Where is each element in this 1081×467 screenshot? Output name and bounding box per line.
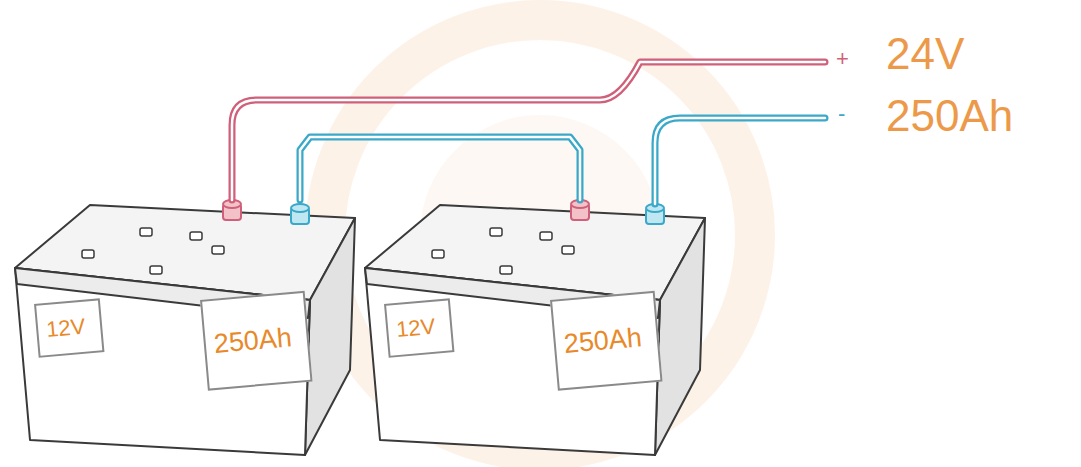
voltage-plate: 12V: [384, 298, 454, 358]
capacity-label: 250Ah: [886, 94, 1013, 138]
series-link-wire: [300, 137, 580, 200]
negative-sign: -: [838, 103, 845, 125]
series-link-wire: [300, 137, 580, 200]
battery-body: [365, 200, 705, 455]
voltage-label: 24V: [886, 32, 964, 76]
battery-body: [15, 200, 355, 455]
positive-sign: +: [836, 48, 849, 70]
battery: 12V 250Ah: [10, 200, 360, 462]
voltage-plate: 12V: [34, 298, 104, 358]
wire-core: [300, 137, 580, 200]
capacity-plate: 250Ah: [200, 291, 313, 391]
capacity-plate: 250Ah: [550, 291, 663, 391]
battery: 12V 250Ah: [360, 200, 710, 462]
negative-terminal: [291, 204, 309, 224]
output-wire: [232, 62, 825, 204]
